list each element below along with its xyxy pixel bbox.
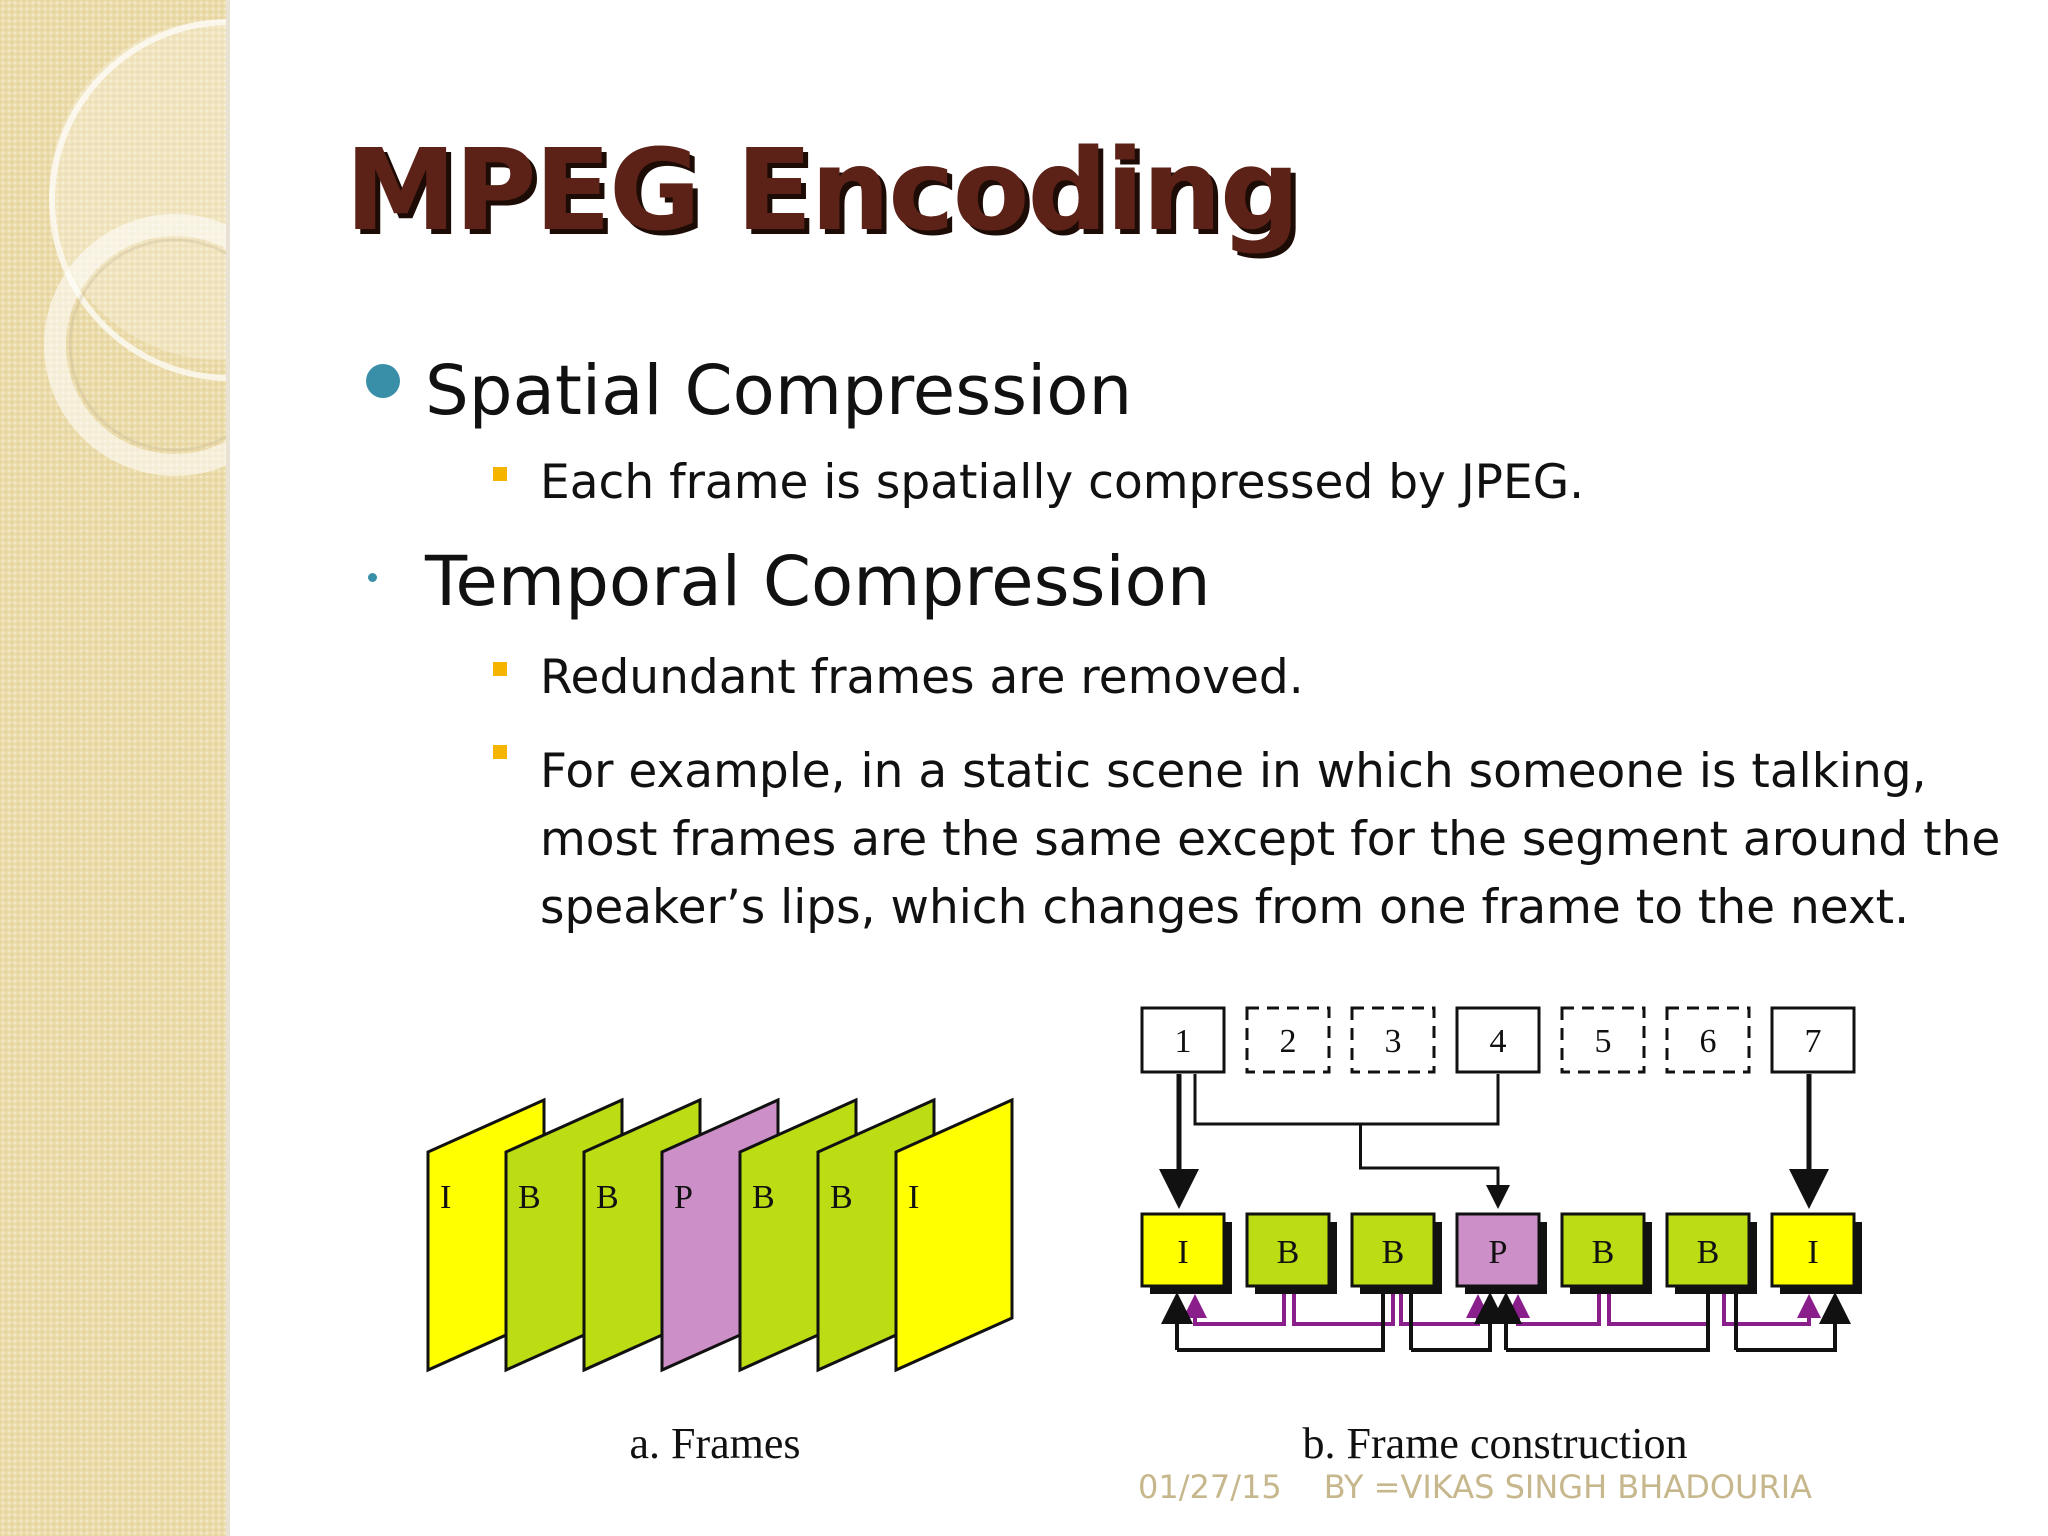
coded-frame-label: I bbox=[1177, 1234, 1188, 1271]
bullet-dot bbox=[368, 573, 377, 582]
sub-bullet-jpeg: Each frame is spatially compressed by JP… bbox=[540, 455, 1585, 510]
black-link bbox=[1506, 1290, 1710, 1352]
frame-label: I bbox=[440, 1179, 451, 1216]
frame-number: 5 bbox=[1595, 1023, 1612, 1060]
black-link bbox=[1736, 1292, 1851, 1352]
coded-frame-box bbox=[1245, 1212, 1331, 1288]
sub-bullet-example: For example, in a static scene in which … bbox=[540, 738, 2000, 942]
black-link bbox=[1177, 1290, 1385, 1352]
construction-top-row: 1 2 3 4 5 6 7 bbox=[1140, 1006, 1856, 1074]
dropped-frame-box bbox=[1245, 1006, 1331, 1074]
coded-frame-label: B bbox=[1697, 1234, 1720, 1271]
coded-frame-box bbox=[1350, 1212, 1436, 1288]
bullet-spatial-compression: Spatial Compression bbox=[425, 351, 1133, 431]
coded-frame-label: B bbox=[1277, 1234, 1300, 1271]
coded-frame-label: P bbox=[1489, 1234, 1508, 1271]
frame-label: I bbox=[908, 1179, 919, 1216]
decorative-sidebar bbox=[0, 0, 226, 1536]
frame-panel bbox=[894, 1097, 1014, 1373]
frame-label: B bbox=[518, 1179, 541, 1216]
frame-number: 4 bbox=[1490, 1023, 1507, 1060]
kept-frame-box bbox=[1770, 1006, 1856, 1074]
arrow-to-p bbox=[1359, 1124, 1510, 1209]
decorative-rings bbox=[44, 19, 226, 476]
coded-frame-box bbox=[1140, 1212, 1226, 1288]
sub-bullet-redundant: Redundant frames are removed. bbox=[540, 650, 1304, 705]
coded-frame-box bbox=[1455, 1212, 1541, 1288]
frame-label: P bbox=[674, 1179, 693, 1216]
frame-number: 6 bbox=[1700, 1023, 1717, 1060]
coded-frame-box bbox=[1770, 1212, 1856, 1288]
coded-frame-box bbox=[1665, 1212, 1751, 1288]
frame-number: 1 bbox=[1175, 1023, 1192, 1060]
sub-bullet-marker bbox=[493, 745, 507, 759]
coded-frame-label: B bbox=[1382, 1234, 1405, 1271]
slide-title: MPEG Encoding bbox=[345, 126, 1300, 256]
coded-frame-label: B bbox=[1592, 1234, 1615, 1271]
frames-caption: a. Frames bbox=[629, 1419, 800, 1468]
kept-frame-box bbox=[1140, 1006, 1226, 1074]
purple-link bbox=[1607, 1290, 1710, 1326]
frame-number: 2 bbox=[1280, 1023, 1297, 1060]
purple-link bbox=[1722, 1290, 1821, 1326]
dropped-frame-box bbox=[1350, 1006, 1436, 1074]
purple-link bbox=[1292, 1290, 1395, 1326]
bracket-1-4 bbox=[1193, 1074, 1500, 1126]
example-line-1: For example, in a static scene in which … bbox=[540, 744, 1927, 799]
construction-caption: b. Frame construction bbox=[1303, 1419, 1688, 1468]
purple-link bbox=[1506, 1290, 1601, 1326]
purple-link bbox=[1183, 1290, 1286, 1326]
dropped-frame-box bbox=[1665, 1006, 1751, 1074]
frame-label: B bbox=[596, 1179, 619, 1216]
kept-frame-box bbox=[1455, 1006, 1541, 1074]
mpeg-frames-figure: I B B P B B I a. Frames 1 2 3 4 5 6 7 I B B P B B I b. Fra… bbox=[426, 1006, 1862, 1468]
sidebar-edge bbox=[226, 0, 230, 1536]
example-line-2: most frames are the same except for the … bbox=[540, 812, 2001, 867]
footer-date: 01/27/15 bbox=[1138, 1468, 1282, 1506]
coded-frame-box bbox=[1560, 1212, 1646, 1288]
frame-label: B bbox=[830, 1179, 853, 1216]
dropped-frame-box bbox=[1560, 1006, 1646, 1074]
sub-bullet-marker bbox=[493, 467, 507, 481]
frame-number: 3 bbox=[1385, 1023, 1402, 1060]
sub-bullet-marker bbox=[493, 662, 507, 676]
footer-author: BY =VIKAS SINGH BHADOURIA bbox=[1323, 1468, 1813, 1506]
coded-frame-label: I bbox=[1807, 1234, 1818, 1271]
footer: 01/27/15 BY =VIKAS SINGH BHADOURIA bbox=[1138, 1471, 1812, 1503]
example-line-3: speaker’s lips, which changes from one f… bbox=[540, 880, 1910, 935]
frame-number: 7 bbox=[1805, 1023, 1822, 1060]
frame-label: B bbox=[752, 1179, 775, 1216]
bullet-dot bbox=[366, 364, 400, 398]
bullet-temporal-compression: Temporal Compression bbox=[425, 542, 1211, 622]
construction-connectors bbox=[1159, 1074, 1851, 1352]
